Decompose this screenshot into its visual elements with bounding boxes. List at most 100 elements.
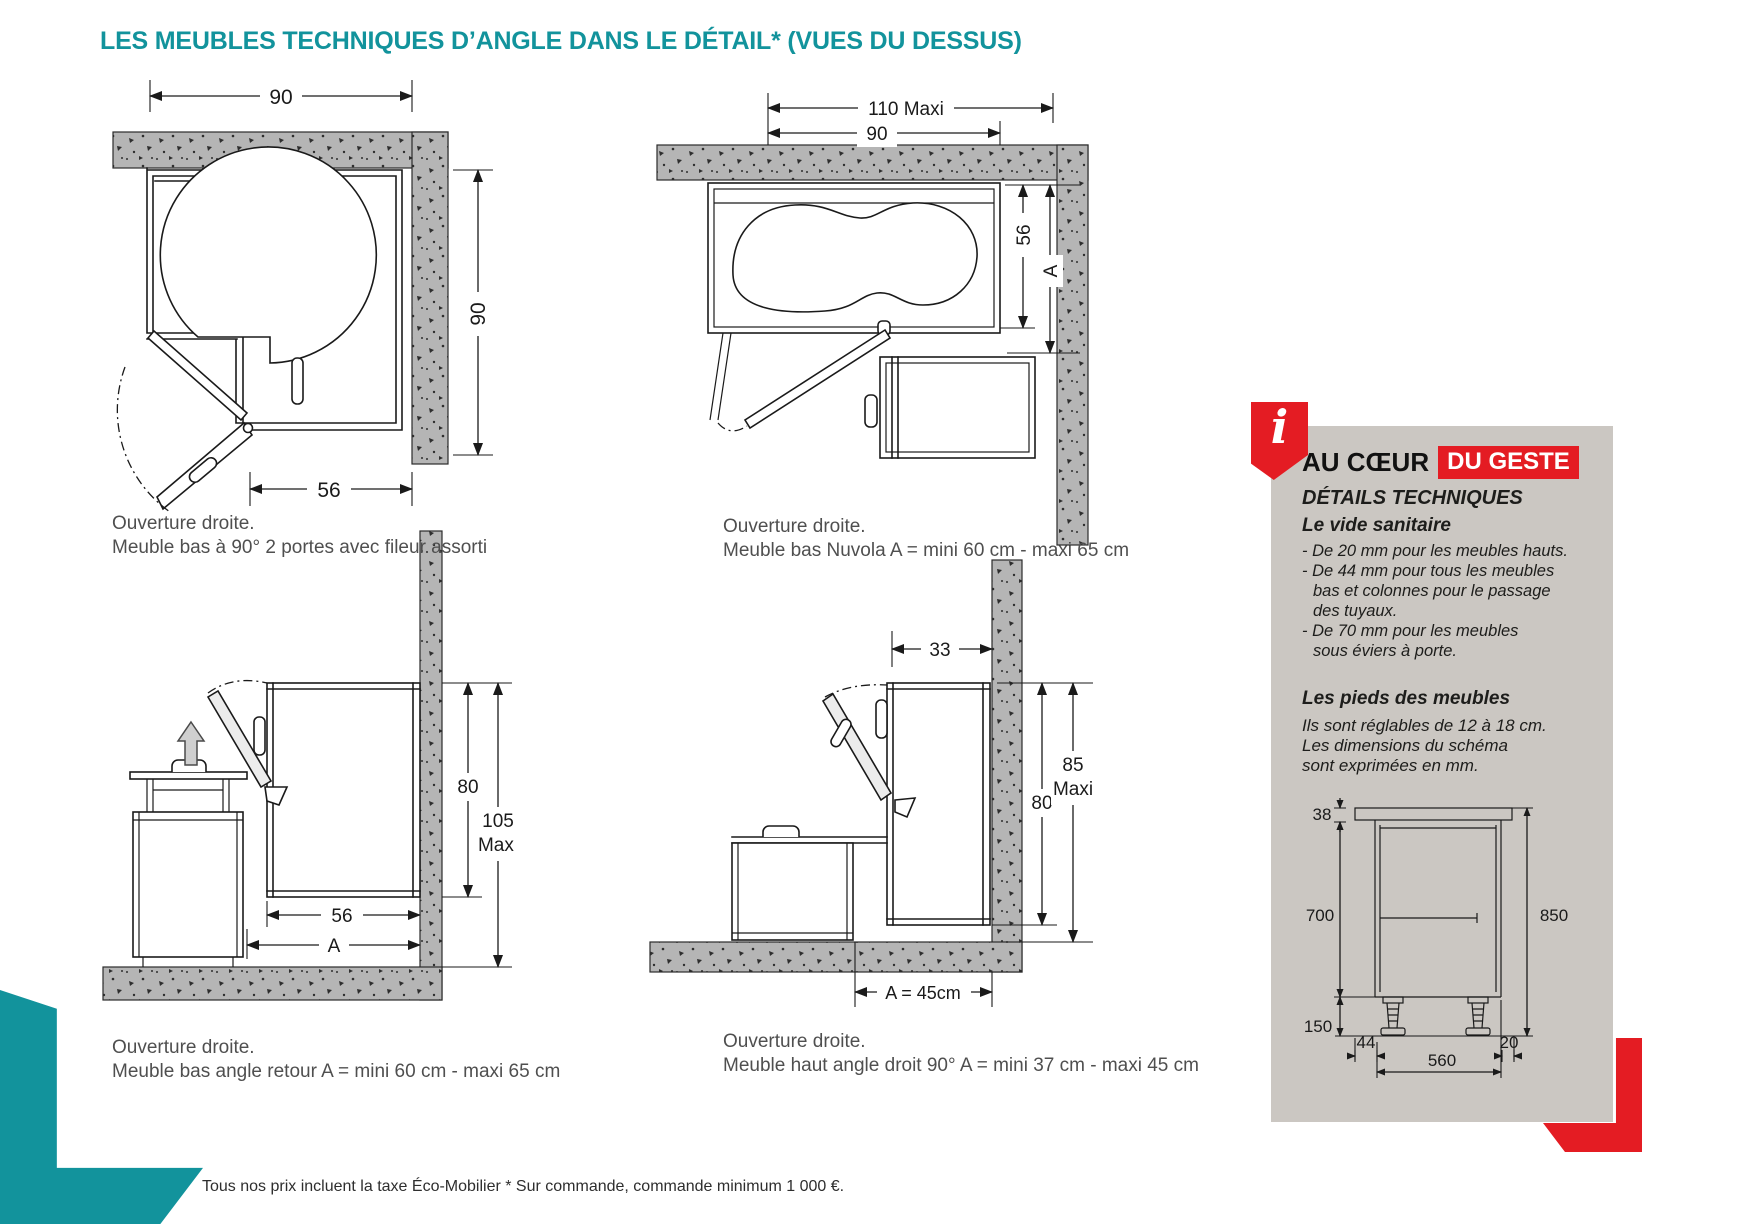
caption-line: Ouverture droite. <box>112 1037 255 1058</box>
dim-label: 110 Maxi <box>868 99 944 120</box>
dim-label: 90 <box>269 86 292 109</box>
text-line: Ils sont réglables de 12 à 18 cm. <box>1302 716 1547 735</box>
caption-carousel: Ouverture droite. Meuble bas à 90° 2 por… <box>112 512 487 560</box>
footer-note: Tous nos prix incluent la taxe Éco-Mobil… <box>202 1178 845 1195</box>
dim-label: 56 <box>1014 224 1035 245</box>
dim-label: 80 <box>1031 793 1052 814</box>
vide-sanitaire-heading: Le vide sanitaire <box>1302 515 1451 536</box>
lid-handle <box>762 825 800 837</box>
caption-line: Ouverture droite. <box>723 1031 866 1052</box>
caption-retour: Ouverture droite. Meuble bas angle retou… <box>112 1036 560 1084</box>
walls <box>656 144 1089 546</box>
cabinet-outline <box>707 182 1001 421</box>
door-handle <box>875 699 888 739</box>
drawer-handle <box>864 394 878 428</box>
dim-label: 105 <box>482 811 514 832</box>
nuvola-cabinet-diagram: 110 Maxi 90 56 A <box>656 93 1089 546</box>
walls <box>649 559 1023 973</box>
dim-label: A <box>328 936 341 957</box>
door-handle <box>188 456 218 484</box>
dimensions: 110 Maxi 90 56 A <box>767 93 1080 354</box>
caption-line: Meuble haut angle droit 90° A = mini 37 … <box>723 1055 1199 1076</box>
teal-corner-decoration <box>0 990 203 1224</box>
nuvola-tray <box>732 202 978 313</box>
cabinet-outline <box>146 146 403 431</box>
caption-line: Ouverture droite. <box>112 513 255 534</box>
open-door <box>717 328 892 432</box>
dimensions: 38 700 150 850 44 560 20 <box>1304 798 1568 1078</box>
caption-line: Meuble bas angle retour A = mini 60 cm -… <box>112 1061 561 1082</box>
dim-label: 90 <box>866 124 887 145</box>
sidebar-cabinet-diagram: 38 700 150 850 44 560 20 <box>1304 798 1568 1078</box>
extraction-arrow-icon <box>176 720 206 766</box>
caption-line: Meuble bas à 90° 2 portes avec fileur as… <box>112 537 488 558</box>
dim-label: 56 <box>317 479 340 502</box>
dim-label: 90 <box>467 302 490 325</box>
door-handle <box>291 357 304 405</box>
dim-label: 33 <box>929 640 950 661</box>
dim-label: 85 <box>1062 755 1083 776</box>
low-cabinet <box>731 825 888 941</box>
dim-label: 80 <box>457 777 478 798</box>
cabinet-outline <box>875 682 991 926</box>
text-line: sous éviers à porte. <box>1313 642 1457 660</box>
sidebar-title-text: AU CŒUR <box>1302 447 1430 477</box>
dim-label: 56 <box>331 906 352 927</box>
dim-label: 38 <box>1313 805 1332 824</box>
sidebar-panel <box>1271 426 1613 1122</box>
pieds-heading: Les pieds des meubles <box>1302 688 1511 709</box>
pullout-bin-unit <box>129 720 248 967</box>
text-line: Les dimensions du schéma <box>1302 736 1509 755</box>
open-door <box>116 329 254 513</box>
text-line: des tuyaux. <box>1313 602 1398 620</box>
dim-label: 150 <box>1304 1017 1332 1036</box>
door-swing-arc <box>207 679 268 694</box>
open-door <box>206 679 289 806</box>
info-letter: i <box>1270 400 1289 454</box>
sidebar-title-badge: DU GESTE <box>1438 446 1579 479</box>
sidebar-title: AU CŒUR DU GESTE <box>1302 446 1579 479</box>
door-swing-arc <box>116 366 171 513</box>
dimensions: 33 80 85 Maxi A = 45cm <box>854 631 1095 1007</box>
pieds-text: Ils sont réglables de 12 à 18 cm. Les di… <box>1302 716 1547 776</box>
door-swing-arc <box>717 422 748 432</box>
text-line: - De 44 mm pour tous les meubles <box>1302 562 1555 580</box>
sidebar-subtitle: DÉTAILS TECHNIQUES <box>1302 487 1523 509</box>
dim-label: Maxi <box>1053 779 1093 800</box>
retour-cabinet-diagram: 80 105 Maxi 56 A <box>102 530 515 1001</box>
dim-label: 20 <box>1500 1033 1519 1052</box>
drawer-unit <box>864 356 1036 459</box>
vide-sanitaire-text: - De 20 mm pour les meubles hauts. - De … <box>1302 541 1568 661</box>
walls <box>102 530 443 1001</box>
dim-label: 44 <box>1357 1033 1376 1052</box>
dim-label: A = 45cm <box>885 983 961 1003</box>
carousel-tray <box>159 146 378 364</box>
text-line: - De 20 mm pour les meubles hauts. <box>1302 542 1568 560</box>
caption-nuvola: Ouverture droite. Meuble bas Nuvola A = … <box>723 515 1129 563</box>
dimensions: 80 105 Maxi 56 A <box>246 682 515 968</box>
text-line: bas et colonnes pour le passage <box>1313 582 1551 600</box>
caption-line: Ouverture droite. <box>723 516 866 537</box>
open-door <box>821 684 917 819</box>
door-swing-arc <box>824 684 888 698</box>
walls <box>112 131 449 465</box>
haut-cabinet-diagram: 33 80 85 Maxi A = 45cm <box>649 559 1095 1007</box>
dim-label: 700 <box>1306 906 1334 925</box>
cabinet-feet <box>1380 996 1491 1036</box>
door-handle <box>253 716 266 756</box>
carousel-cabinet-diagram: 90 90 56 <box>112 80 493 513</box>
door-handle <box>830 718 852 748</box>
page-title: LES MEUBLES TECHNIQUES D’ANGLE DANS LE D… <box>100 27 1022 55</box>
text-line: - De 70 mm pour les meubles <box>1302 622 1519 640</box>
dim-label: 560 <box>1428 1051 1456 1070</box>
caption-line: Meuble bas Nuvola A = mini 60 cm - maxi … <box>723 540 1130 561</box>
dimensions: 90 90 56 <box>149 80 493 506</box>
cabinet-outline <box>253 682 421 898</box>
text-line: sont exprimées en mm. <box>1302 756 1479 775</box>
hinge <box>242 422 254 434</box>
caption-haut: Ouverture droite. Meuble haut angle droi… <box>723 1030 1199 1078</box>
dim-label: A <box>1041 264 1062 277</box>
dim-label: Maxi <box>478 835 515 856</box>
cabinet-outline <box>1354 807 1513 998</box>
